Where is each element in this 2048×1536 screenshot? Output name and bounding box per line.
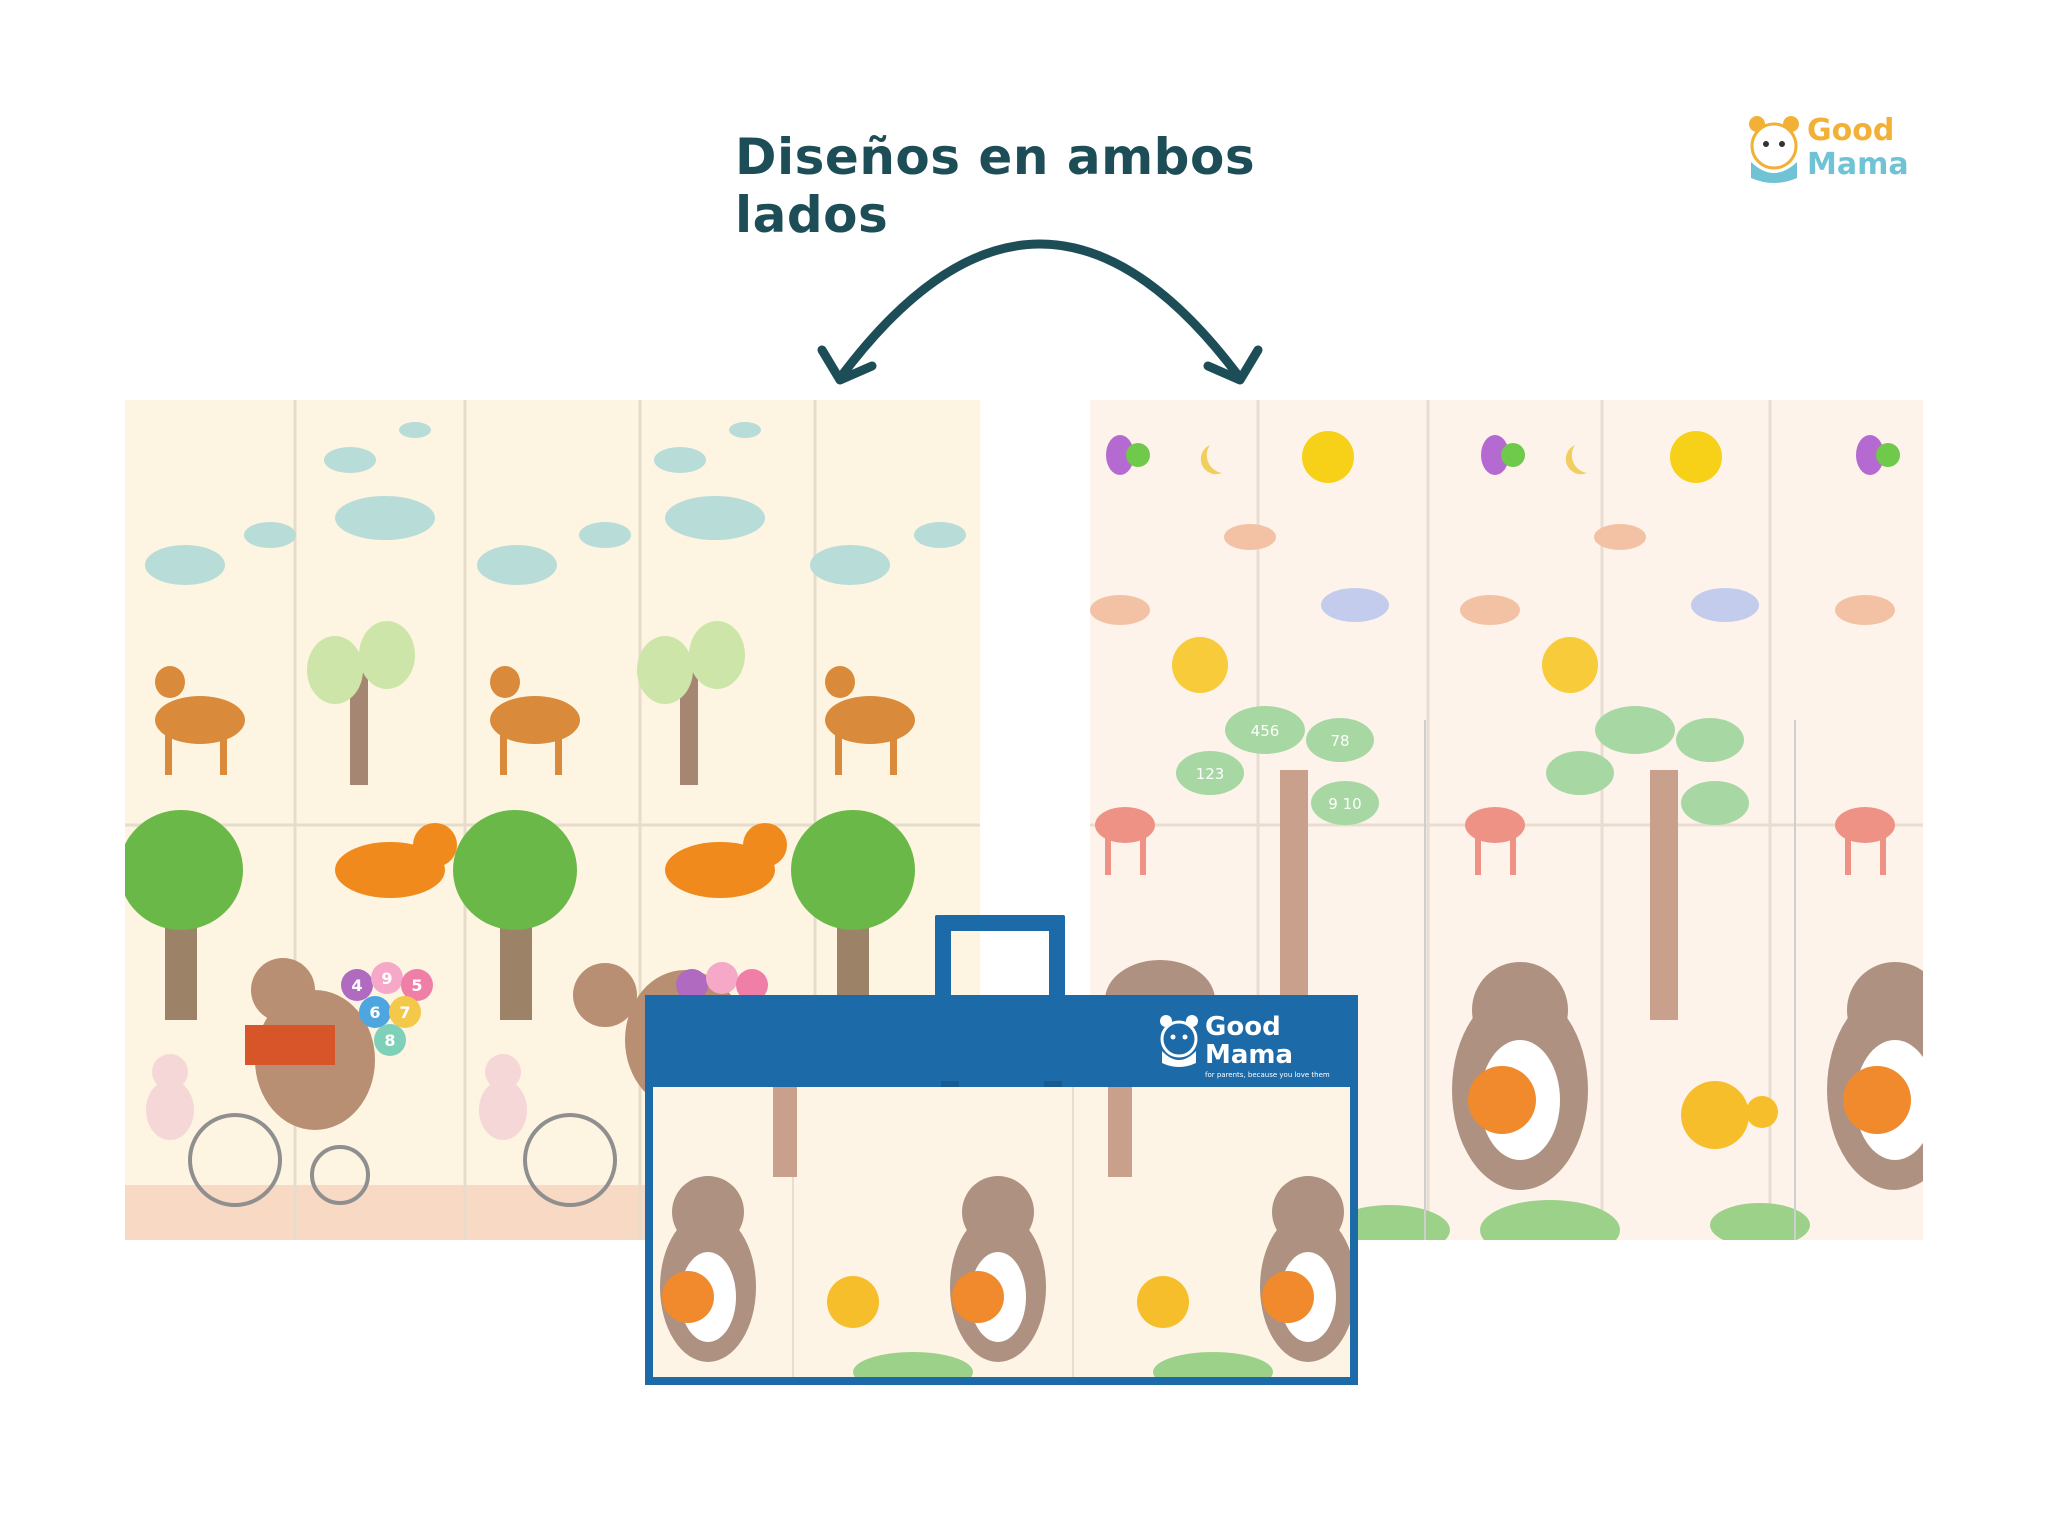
playmat-side-a-illustration: 4 9 5 6 7 8 (125, 400, 980, 1240)
bag-body: Good Mama for parents, because you love … (645, 995, 1358, 1385)
bag-print (653, 1087, 1350, 1377)
panda-logo-icon (1749, 116, 1799, 183)
bag-brand-line1: Good (1205, 1012, 1281, 1042)
panda-logo-icon (1160, 1015, 1198, 1067)
cloud-number: 123 (1196, 765, 1225, 783)
brand-name-line1: Good (1807, 113, 1895, 148)
balloon-number: 8 (384, 1031, 395, 1050)
brand-name-line2: Mama (1807, 147, 1909, 182)
balloon-number: 4 (351, 976, 362, 995)
page-title: Diseños en ambos lados (735, 128, 1256, 244)
balloon-number: 5 (411, 976, 422, 995)
cloud-number: 9 10 (1328, 795, 1361, 813)
balloon-number: 6 (369, 1003, 380, 1022)
playmat-side-b: 456 78 123 9 10 (1090, 400, 1923, 1240)
bag-tagline: for parents, because you love them (1205, 1071, 1330, 1079)
playmat-side-b-illustration: 456 78 123 9 10 (1090, 400, 1923, 1240)
double-arrow-icon (817, 239, 1263, 385)
balloon-number: 7 (399, 1003, 410, 1022)
storage-bag: Good Mama for parents, because you love … (645, 915, 1358, 1385)
balloon-number: 9 (381, 969, 392, 988)
cloud-number: 456 (1251, 722, 1280, 740)
bag-logo: Good Mama for parents, because you love … (1157, 1011, 1347, 1081)
bag-brand-line2: Mama (1205, 1040, 1294, 1070)
cloud-number: 78 (1330, 732, 1349, 750)
playmat-side-a: 4 9 5 6 7 8 (125, 400, 980, 1240)
brand-logo: Good Mama (1745, 112, 1935, 192)
bag-print-illustration (660, 1087, 1350, 1377)
